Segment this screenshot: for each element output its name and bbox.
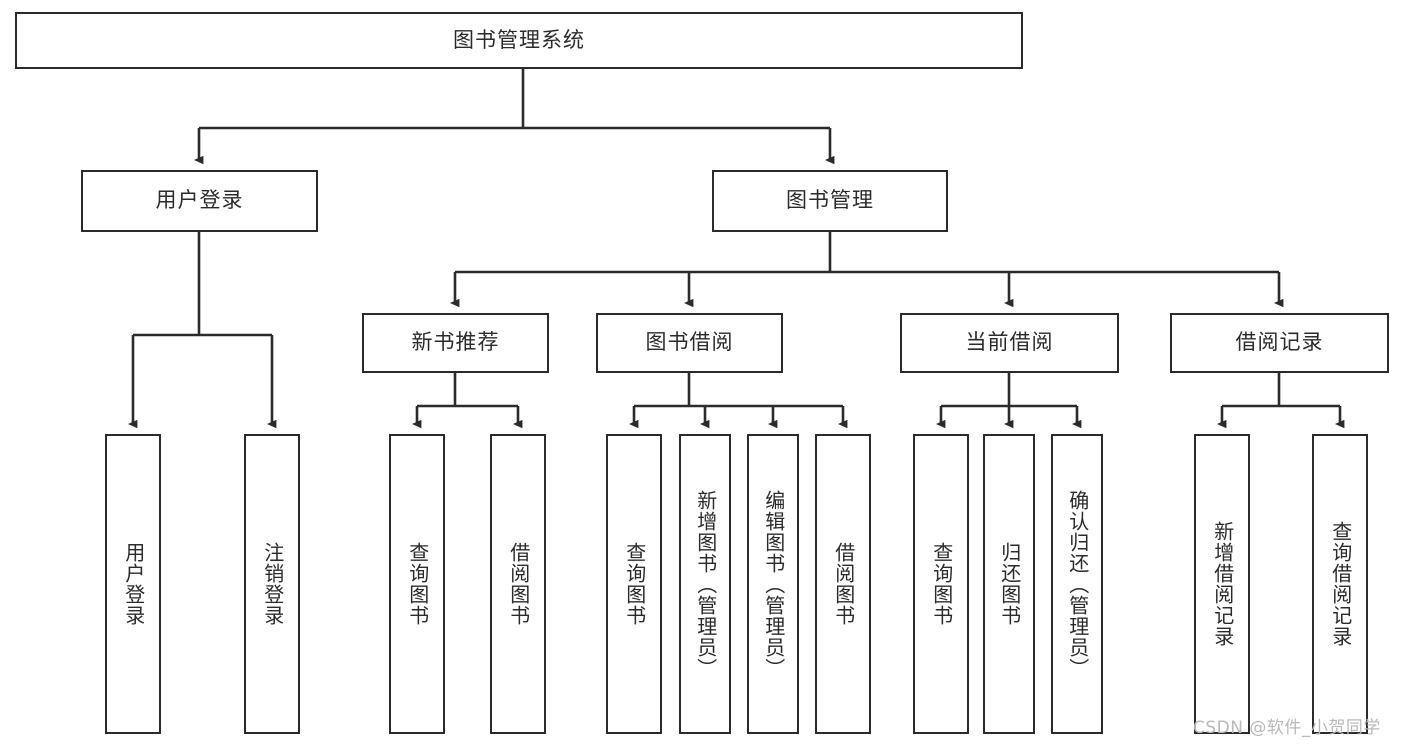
node-leaf-user-login[interactable]: 用户登录	[105, 434, 161, 734]
node-leaf-return-book[interactable]: 归还图书	[983, 434, 1035, 734]
node-leaf-query-record[interactable]: 查询借阅记录	[1312, 434, 1368, 734]
node-new-book-recommend[interactable]: 新书推荐	[362, 313, 549, 373]
node-leaf-confirm-return-label: 确认归还（管理员）	[1065, 489, 1090, 679]
node-leaf-query-record-label: 查询借阅记录	[1328, 521, 1353, 647]
node-leaf-borrow-book-2-label: 借阅图书	[831, 542, 856, 626]
node-leaf-logout-login[interactable]: 注销登录	[244, 434, 300, 734]
node-leaf-logout-login-label: 注销登录	[260, 542, 285, 626]
node-leaf-user-login-label: 用户登录	[121, 542, 146, 626]
node-borrow-record-label: 借阅记录	[1235, 330, 1324, 355]
node-leaf-return-book-label: 归还图书	[997, 542, 1022, 626]
node-borrow-record[interactable]: 借阅记录	[1170, 313, 1389, 373]
node-leaf-confirm-return[interactable]: 确认归还（管理员）	[1051, 434, 1103, 734]
node-current-borrow[interactable]: 当前借阅	[900, 313, 1119, 373]
node-book-manage[interactable]: 图书管理	[712, 170, 948, 232]
node-leaf-borrow-book-1[interactable]: 借阅图书	[490, 434, 546, 734]
node-leaf-edit-book[interactable]: 编辑图书（管理员）	[747, 434, 799, 734]
node-leaf-add-record[interactable]: 新增借阅记录	[1194, 434, 1250, 734]
node-book-borrow-label: 图书借阅	[645, 330, 734, 355]
node-leaf-query-book-1[interactable]: 查询图书	[389, 434, 445, 734]
node-leaf-add-book-label: 新增图书（管理员）	[693, 489, 718, 679]
node-leaf-query-book-1-label: 查询图书	[405, 542, 430, 626]
node-leaf-edit-book-label: 编辑图书（管理员）	[761, 489, 786, 679]
node-book-borrow[interactable]: 图书借阅	[596, 313, 783, 373]
node-leaf-add-book[interactable]: 新增图书（管理员）	[679, 434, 731, 734]
node-root[interactable]: 图书管理系统	[15, 12, 1023, 69]
node-user-login-label: 用户登录	[155, 188, 244, 213]
node-leaf-add-record-label: 新增借阅记录	[1210, 521, 1235, 647]
node-leaf-query-book-3[interactable]: 查询图书	[913, 434, 969, 734]
node-leaf-borrow-book-1-label: 借阅图书	[506, 542, 531, 626]
node-user-login[interactable]: 用户登录	[81, 170, 318, 232]
node-leaf-borrow-book-2[interactable]: 借阅图书	[815, 434, 871, 734]
node-leaf-query-book-3-label: 查询图书	[929, 542, 954, 626]
node-root-label: 图书管理系统	[453, 27, 585, 52]
node-leaf-query-book-2[interactable]: 查询图书	[606, 434, 662, 734]
node-new-book-recommend-label: 新书推荐	[411, 330, 500, 355]
node-leaf-query-book-2-label: 查询图书	[622, 542, 647, 626]
node-current-borrow-label: 当前借阅	[965, 330, 1054, 355]
node-book-manage-label: 图书管理	[786, 188, 874, 213]
watermark-text: CSDN @软件_小贺同学	[1193, 718, 1381, 738]
